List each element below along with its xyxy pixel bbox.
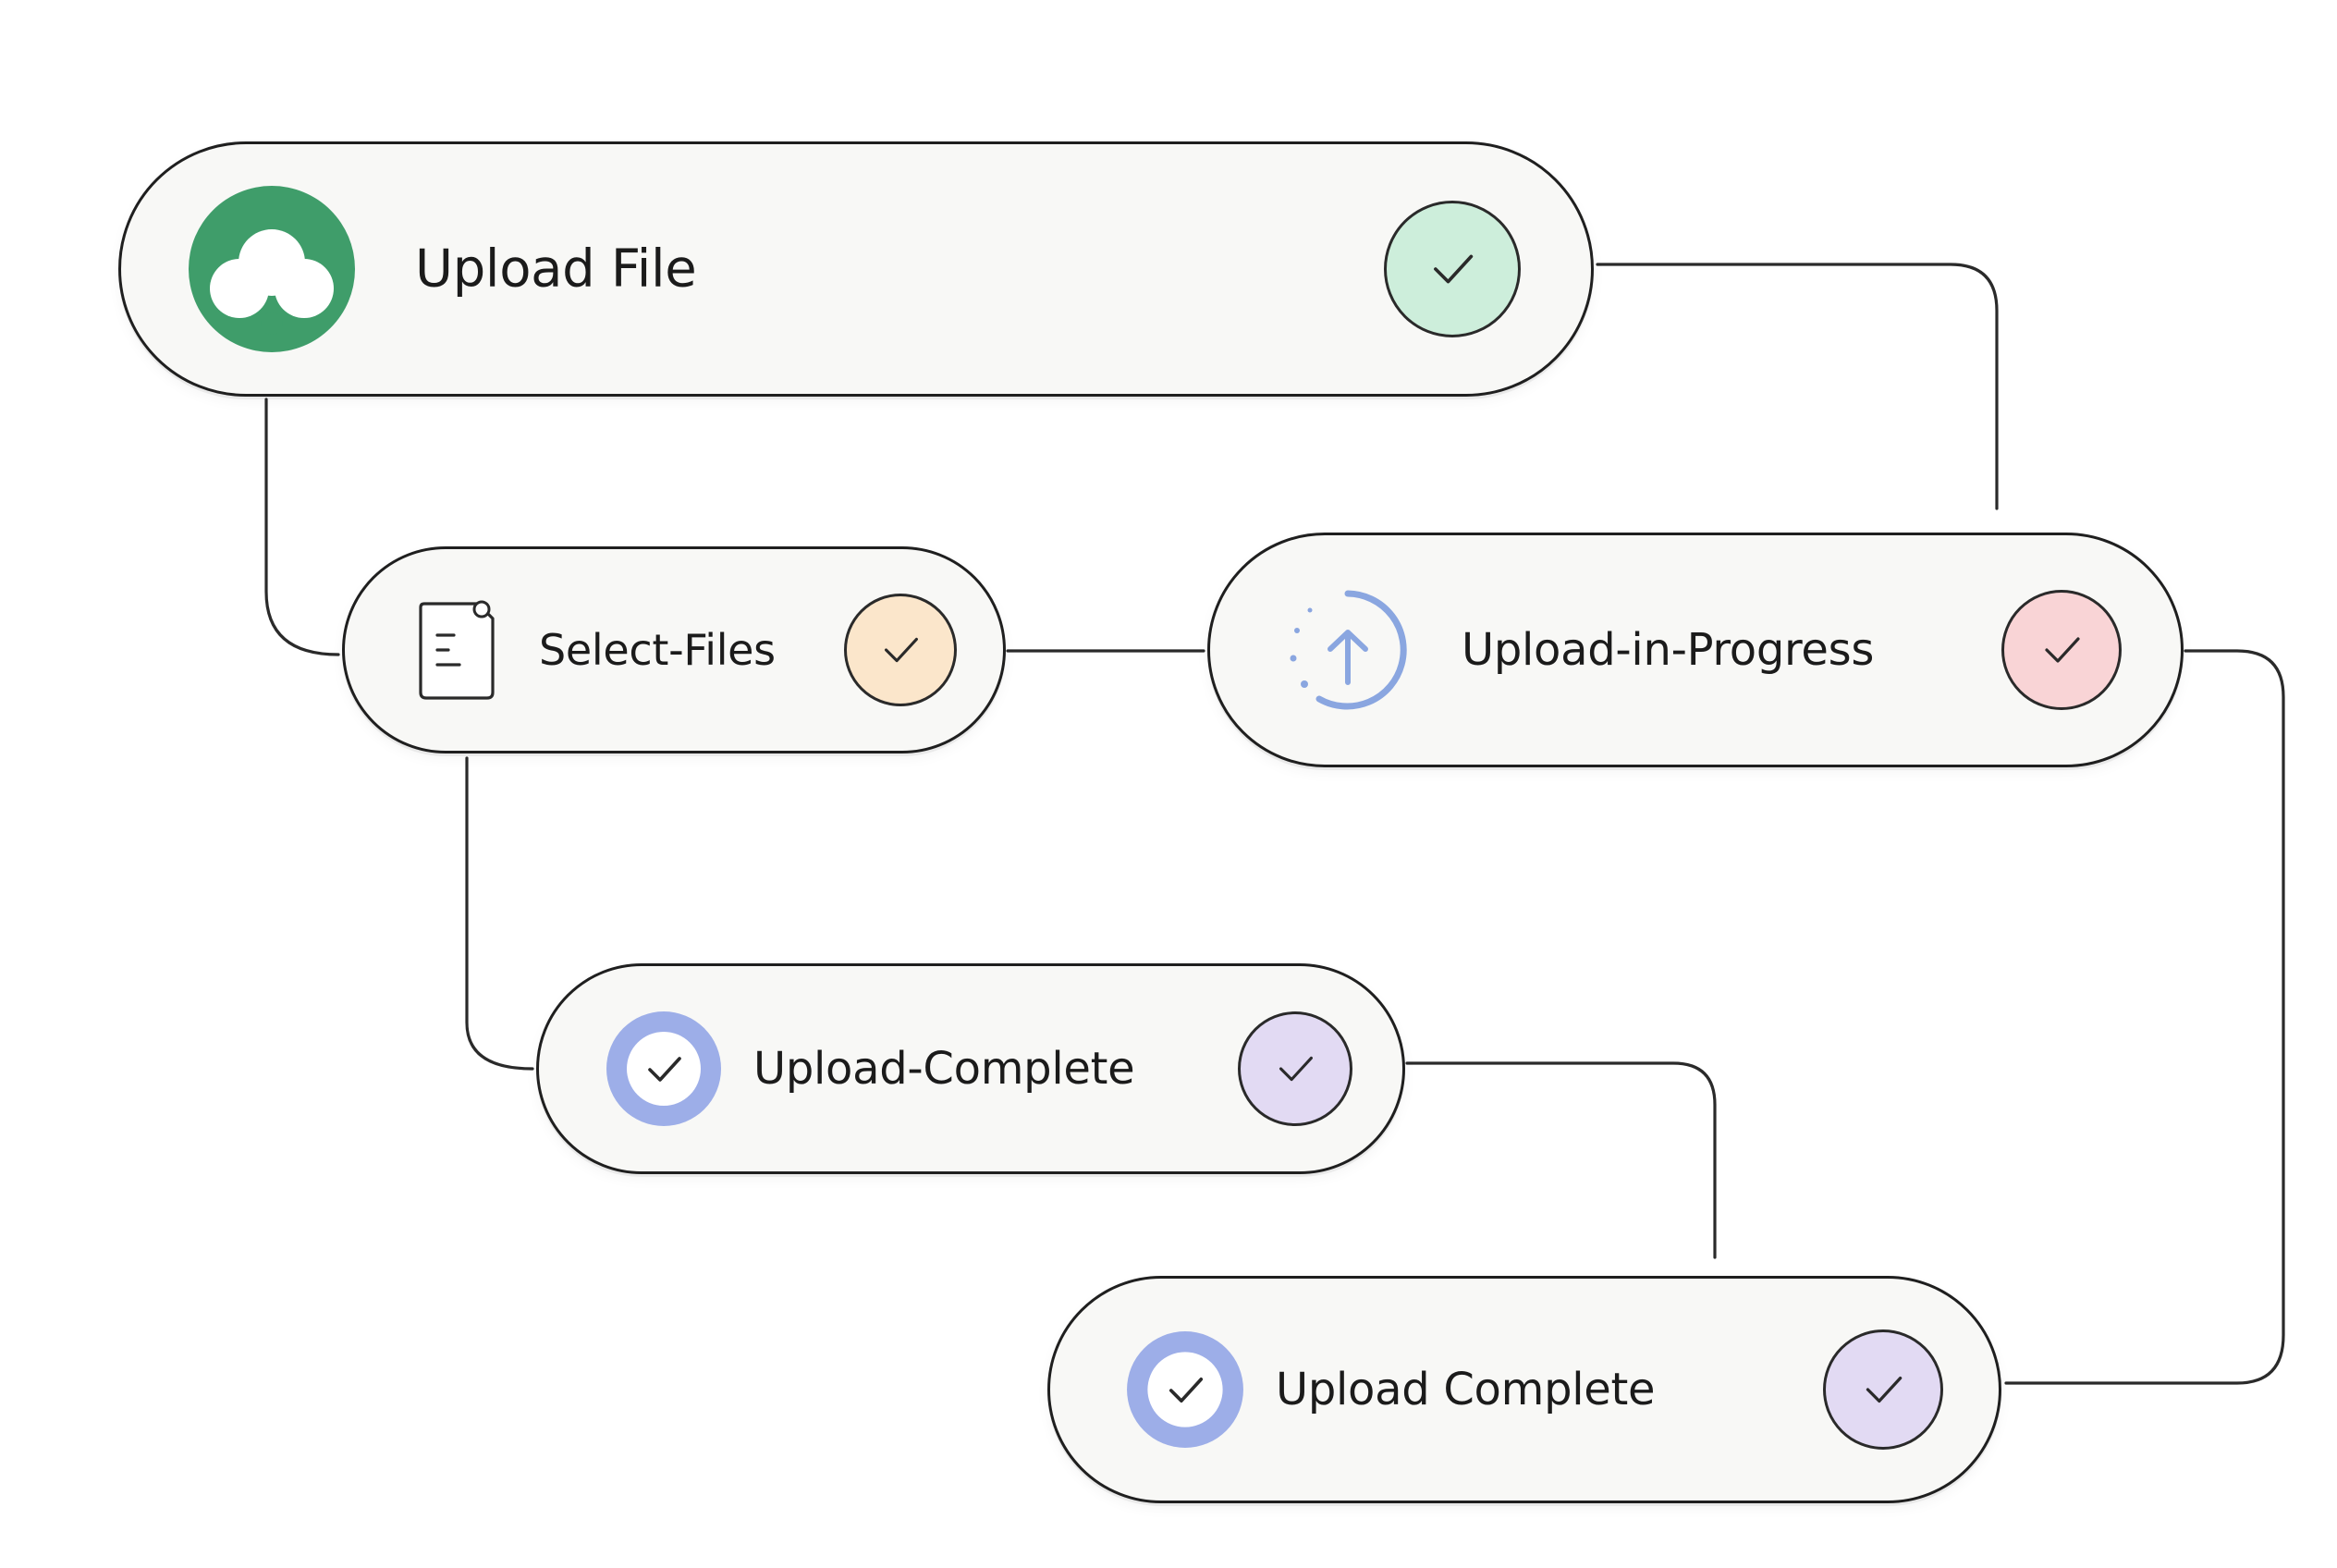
node-label: Upload File — [415, 239, 697, 300]
checkmark-icon — [1238, 1011, 1352, 1126]
checkmark-icon — [844, 594, 957, 706]
node-label: Upload-Complete — [753, 1043, 1135, 1095]
checkmark-icon — [2001, 590, 2122, 710]
node-label: Select-Files — [539, 625, 776, 675]
edge-upload-file-to-select-files — [264, 398, 340, 656]
cloud-logo-icon — [188, 185, 356, 353]
document-icon — [415, 596, 498, 704]
checkmark-icon — [1384, 201, 1521, 337]
edge-upload-file-to-upload-in-progress — [1596, 263, 1999, 510]
edge-select-files-to-upload-complete — [465, 756, 534, 1071]
node-upload-file[interactable]: Upload File — [118, 141, 1594, 397]
node-label: Upload-in-Progress — [1462, 624, 1875, 676]
node-label: Upload Complete — [1276, 1364, 1656, 1415]
edge-upload-in-progress-to-upload-complete — [2004, 649, 2285, 1385]
check-circle-icon — [604, 1009, 724, 1129]
upload-progress-icon — [1279, 581, 1417, 719]
check-circle-icon — [1124, 1329, 1246, 1451]
node-select-files[interactable]: Select-Files — [342, 546, 1006, 753]
edge-upload-complete-to-upload-complete — [1405, 1061, 1717, 1259]
node-upload-complete-hyphen[interactable]: Upload-Complete — [536, 963, 1405, 1174]
node-upload-in-progress[interactable]: Upload-in-Progress — [1207, 533, 2184, 767]
node-upload-complete[interactable]: Upload Complete — [1047, 1276, 2001, 1503]
checkmark-icon — [1823, 1329, 1943, 1450]
